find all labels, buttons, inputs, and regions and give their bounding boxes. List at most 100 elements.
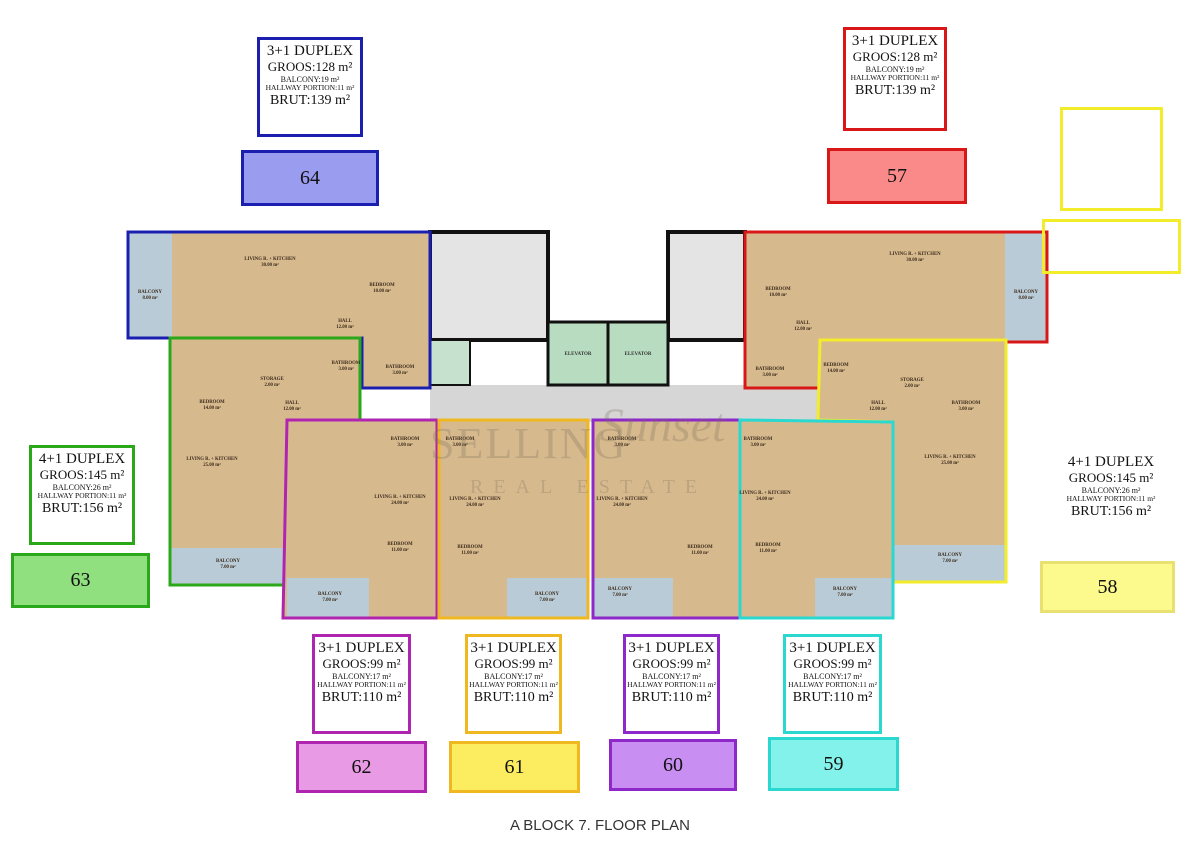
room-area: 11.00 m² [691, 550, 709, 556]
room-name: LIVING R. + KITCHEN [924, 455, 976, 460]
gross-area: GROOS:99 m² [322, 656, 401, 672]
room-name: BALCONY [216, 559, 241, 564]
room-name: BATHROOM [446, 437, 475, 442]
hallway-portion: HALLWAY PORTION:11 m² [37, 491, 127, 501]
room-name: LIVING R. + KITCHEN [889, 252, 941, 257]
hallway-portion: HALLWAY PORTION:11 m² [788, 680, 877, 690]
brut-area: BRUT:156 m² [1070, 504, 1152, 519]
hallway-portion: HALLWAY PORTION:11 m² [1066, 494, 1156, 504]
brut-area: BRUT:156 m² [41, 501, 123, 516]
room-area: 7.00 m² [942, 558, 958, 564]
elevator-label: ELEVATOR [565, 352, 592, 357]
elevator-2 [606, 320, 670, 387]
room-area: 12.00 m² [794, 326, 812, 332]
unit-number-64: 64 [241, 150, 379, 206]
gross-area: GROOS:128 m² [852, 49, 938, 65]
elevator-1 [546, 320, 610, 387]
room-area: 8.00 m² [142, 295, 158, 301]
room-name: LIVING R. + KITCHEN [186, 457, 238, 462]
balcony [893, 545, 1006, 582]
room-name: HALL [871, 401, 885, 406]
room-area: 11.00 m² [391, 547, 409, 553]
unit-floor [439, 420, 588, 618]
gross-area: GROOS:145 m² [1068, 470, 1154, 486]
balcony-area: BALCONY:19 m² [280, 75, 340, 85]
unit-number-62: 62 [296, 741, 427, 793]
brut-area: BRUT:139 m² [269, 93, 351, 108]
room-area: 3.00 m² [392, 370, 408, 376]
balcony-area: BALCONY:17 m² [642, 672, 701, 682]
room-area: 3.00 m² [762, 372, 778, 378]
empty-legend-box [1042, 219, 1181, 274]
room-name: BATHROOM [386, 365, 415, 370]
unit-type: 3+1 DUPLEX [470, 640, 557, 656]
gross-area: GROOS:99 m² [632, 656, 711, 672]
room-area: 3.00 m² [958, 406, 974, 412]
room-name: BATHROOM [391, 437, 420, 442]
room-area: 10.00 m² [373, 288, 391, 294]
unit-62 [281, 418, 439, 620]
balcony-area: BALCONY:26 m² [52, 483, 112, 493]
room-name: LIVING R. + KITCHEN [596, 497, 648, 502]
brut-area: BRUT:110 m² [631, 690, 712, 705]
room-name: BALCONY [535, 592, 560, 597]
room-area: 3.00 m² [614, 442, 630, 448]
room-area: 11.00 m² [461, 550, 479, 556]
unit-61 [437, 418, 590, 620]
room-name: LIVING R. + KITCHEN [449, 497, 501, 502]
room-name: HALL [285, 401, 299, 406]
room-name: BATHROOM [744, 437, 773, 442]
balcony-area: BALCONY:17 m² [803, 672, 862, 682]
balcony-area: BALCONY:17 m² [332, 672, 391, 682]
room-name: LIVING R. + KITCHEN [739, 491, 791, 496]
room-area: 24.00 m² [466, 502, 484, 508]
unit-59 [738, 418, 895, 620]
balcony [287, 578, 369, 618]
unit-floor [818, 340, 1006, 582]
room-area: 7.00 m² [220, 564, 236, 570]
room-name: STORAGE [900, 378, 923, 383]
hallway-portion: HALLWAY PORTION:11 m² [469, 680, 558, 690]
balcony [170, 548, 287, 585]
room-area: 24.00 m² [756, 496, 774, 502]
room-area: 11.00 m² [759, 548, 777, 554]
room-area: 24.00 m² [613, 502, 631, 508]
empty-legend-box [1060, 107, 1163, 211]
balcony [507, 578, 588, 618]
room-area: 3.00 m² [452, 442, 468, 448]
unit-type: 3+1 DUPLEX [266, 43, 354, 59]
room-name: BEDROOM [369, 283, 395, 288]
room-area: 14.00 m² [827, 368, 845, 374]
brut-area: BRUT:110 m² [792, 690, 873, 705]
room-name: BALCONY [608, 587, 633, 592]
room-name: BATHROOM [756, 367, 785, 372]
room-area: 7.00 m² [612, 592, 628, 598]
brut-area: BRUT:139 m² [854, 83, 936, 98]
room-area: 7.00 m² [322, 597, 338, 603]
room-area: 3.00 m² [750, 442, 766, 448]
balcony [815, 578, 893, 618]
unit-63 [168, 336, 362, 587]
room-area: 14.00 m² [203, 405, 221, 411]
unit-outline [437, 418, 590, 620]
unit-floor [128, 232, 430, 388]
unit-outline [281, 418, 439, 620]
room-name: BALCONY [318, 592, 343, 597]
room-area: 12.00 m² [869, 406, 887, 412]
room-name: BEDROOM [387, 542, 413, 547]
unit-number-57: 57 [827, 148, 967, 204]
unit-floor [740, 420, 893, 618]
brut-area: BRUT:110 m² [473, 690, 554, 705]
brut-area: BRUT:110 m² [321, 690, 402, 705]
unit-number-60: 60 [609, 739, 737, 791]
room-area: 3.00 m² [338, 366, 354, 372]
shaft [429, 339, 471, 386]
room-name: LIVING R. + KITCHEN [244, 257, 296, 262]
room-name: BATHROOM [332, 361, 361, 366]
